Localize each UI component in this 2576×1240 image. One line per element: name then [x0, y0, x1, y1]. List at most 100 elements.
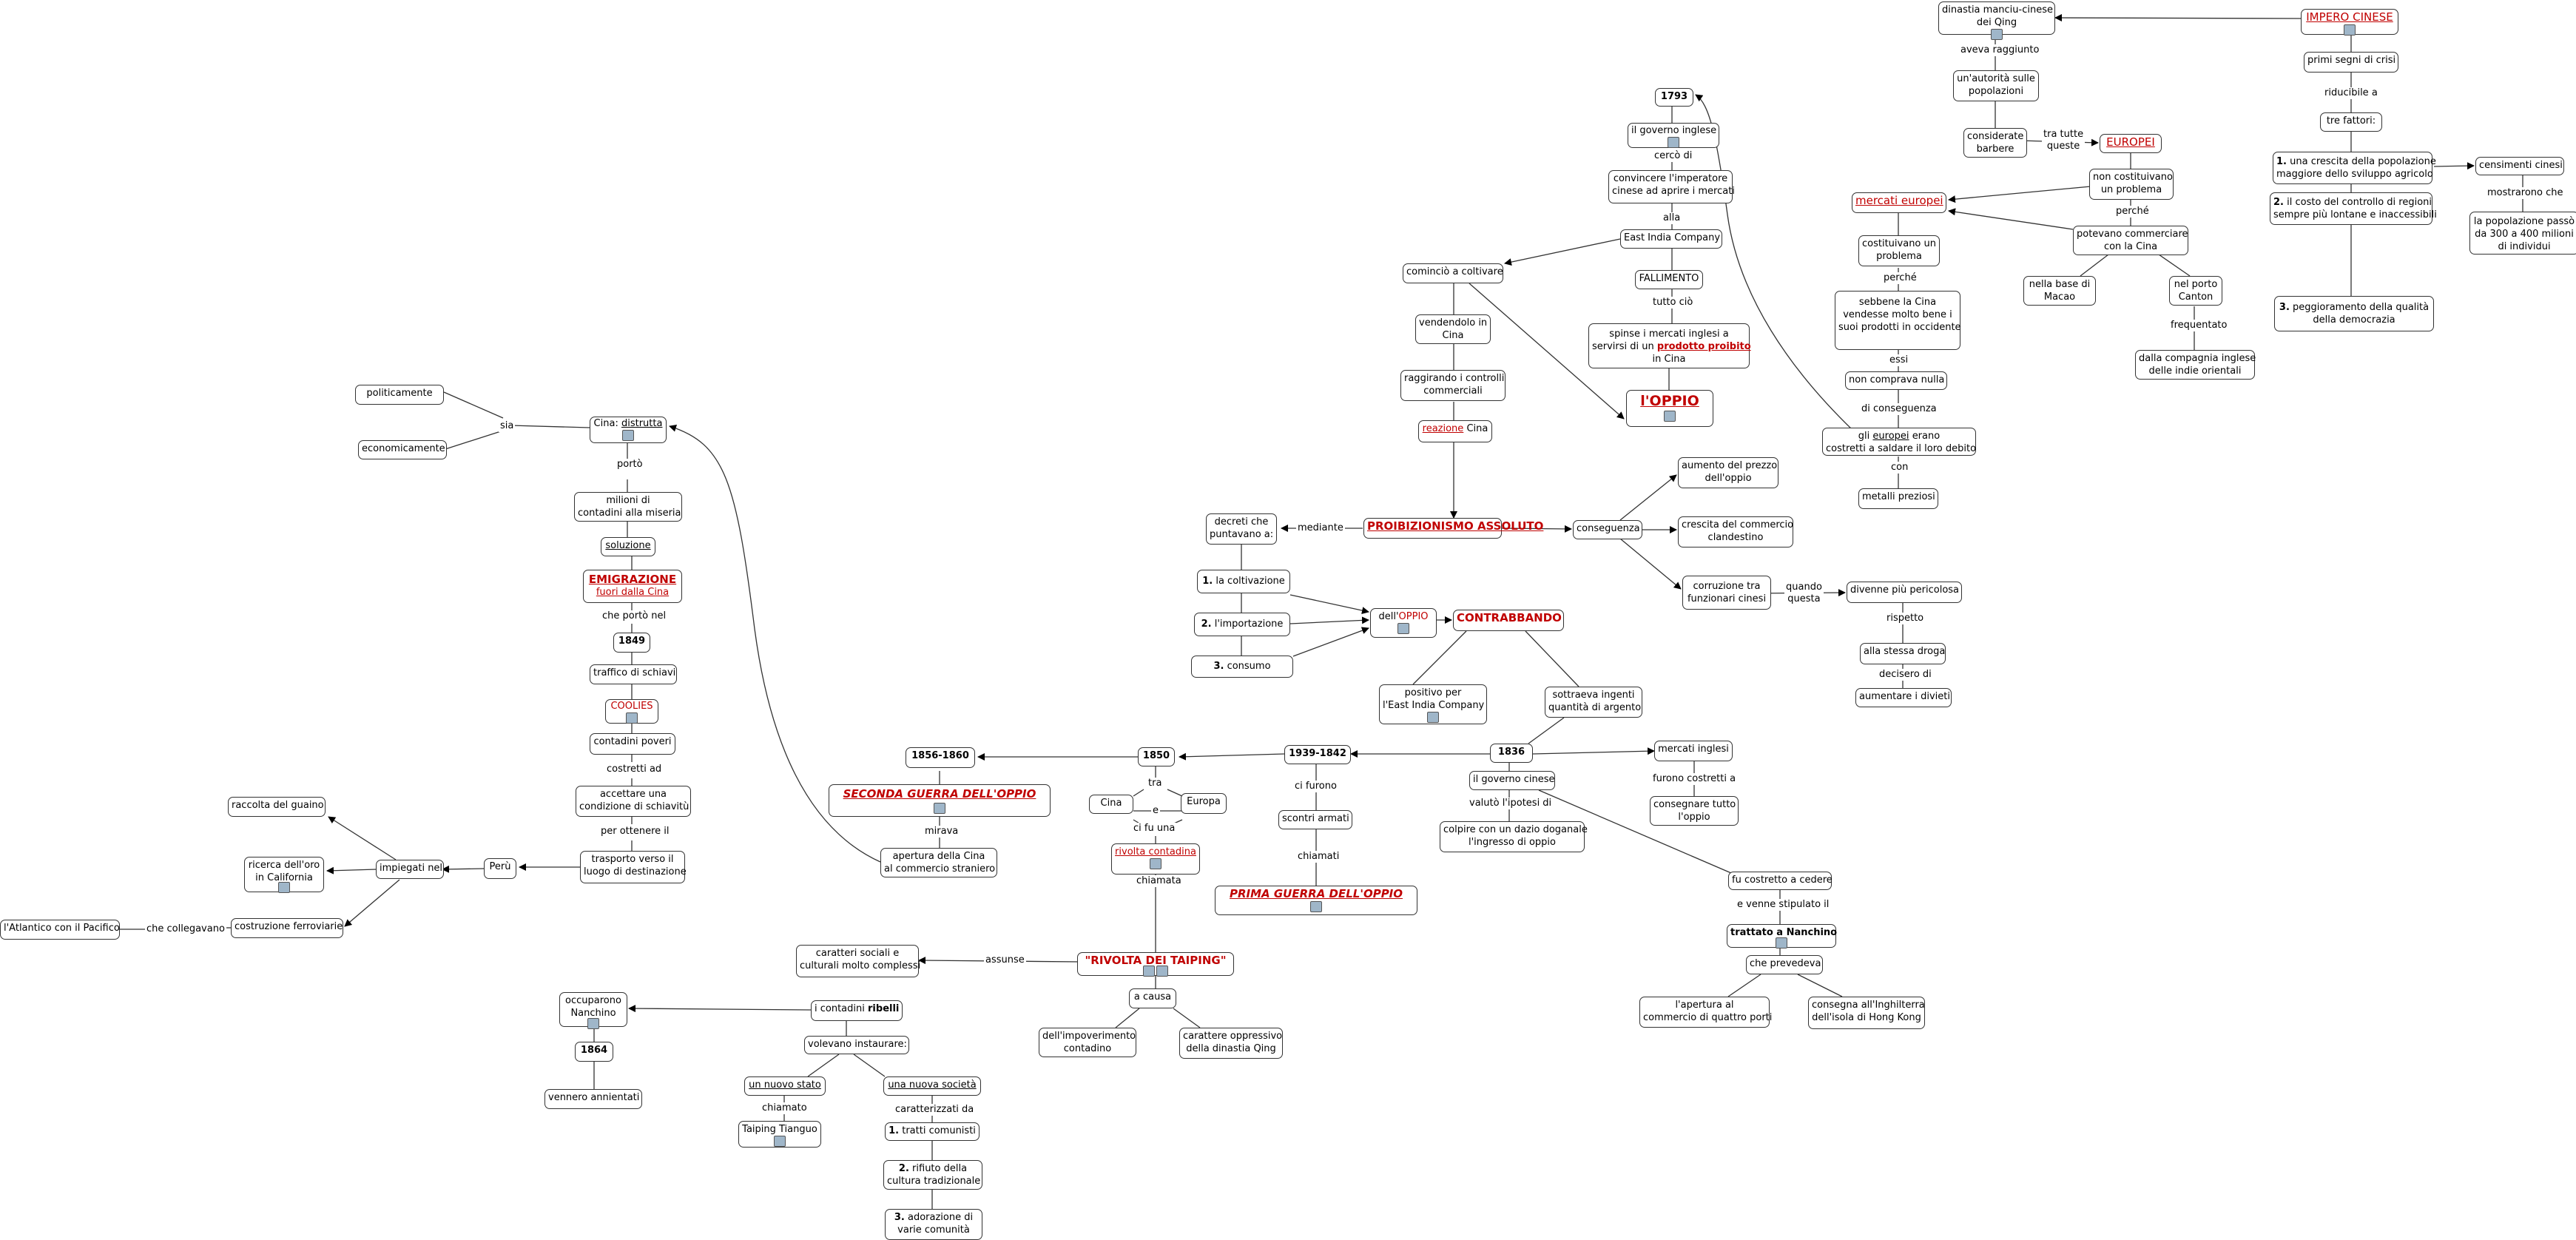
concept-1939-1842[interactable]: 1939-1842 — [1284, 745, 1351, 764]
concept-compagnia[interactable]: dalla compagnia inglese delle indie orie… — [2135, 350, 2256, 380]
concept-east-india[interactable]: East India Company — [1620, 229, 1722, 249]
concept-crescita[interactable]: crescita del commercio clandestino — [1678, 516, 1793, 547]
concept-che-prevedeva[interactable]: che prevedeva — [1746, 955, 1823, 974]
concept-spinse[interactable]: spinse i mercati inglesi a servirsi di u… — [1588, 323, 1751, 368]
concept-aumentare[interactable]: aumentare i divieti — [1855, 688, 1952, 707]
concept-apertura-cina[interactable]: apertura della Cina al commercio stranie… — [880, 848, 997, 877]
concept-1793[interactable]: 1793 — [1655, 88, 1693, 107]
concept-nuovo-stato[interactable]: un nuovo stato — [744, 1076, 826, 1096]
map-icon[interactable] — [1143, 966, 1155, 977]
map-icon[interactable] — [1991, 29, 2003, 40]
concept-a-causa[interactable]: a causa — [1129, 988, 1176, 1008]
concept-contadini-ribelli[interactable]: i contadini ribelli — [811, 1000, 903, 1021]
concept-gli-europei[interactable]: gli europei erano costretti a saldare il… — [1822, 428, 1976, 456]
concept-considerate[interactable]: considerate barbere — [1963, 128, 2027, 158]
concept-non-costituivano[interactable]: non costituivano un problema — [2089, 169, 2174, 200]
concept-consegnare[interactable]: consegnare tutto l'oppio — [1650, 796, 1739, 826]
link-icon[interactable] — [626, 712, 638, 724]
concept-sebbene[interactable]: sebbene la Cina vendesse molto bene i su… — [1835, 291, 1961, 350]
concept-contrabbando[interactable]: CONTRABBANDO — [1453, 610, 1564, 631]
concept-traffico[interactable]: traffico di schiavi — [590, 664, 677, 684]
concept-proibizionismo[interactable]: PROIBIZIONISMO ASSOLUTO — [1363, 518, 1543, 539]
concept-scontri[interactable]: scontri armati — [1278, 810, 1352, 829]
concept-fattore-2[interactable]: 2. il costo del controllo di regioni sem… — [2270, 192, 2437, 225]
concept-reazione[interactable]: reazione Cina — [1418, 420, 1492, 442]
concept-non-comprava[interactable]: non comprava nulla — [1845, 371, 1947, 390]
concept-positivo[interactable]: positivo per l'East India Company — [1379, 684, 1487, 724]
concept-tratto-1[interactable]: 1. tratti comunisti — [885, 1122, 980, 1141]
link-icon[interactable] — [1150, 858, 1161, 869]
concept-accettare[interactable]: accettare una condizione di schiavitù — [576, 786, 691, 817]
concept-autorita[interactable]: un'autorità sulle popolazioni — [1953, 70, 2039, 101]
concept-atlantico[interactable]: l'Atlantico con il Pacifico — [0, 920, 120, 940]
concept-impiegati[interactable]: impiegati nel — [376, 860, 444, 879]
concept-loppio[interactable]: l'OPPIO — [1626, 390, 1713, 427]
link-icon[interactable] — [1156, 966, 1168, 977]
concept-1856-1860[interactable]: 1856-1860 — [906, 747, 975, 768]
concept-cina[interactable]: Cina — [1089, 795, 1133, 814]
concept-1849[interactable]: 1849 — [613, 633, 650, 653]
concept-decreti[interactable]: decreti che puntavano a: — [1206, 513, 1277, 545]
concept-seconda-guerra[interactable]: SECONDA GUERRA DELL'OPPIO — [829, 784, 1051, 817]
concept-trattato[interactable]: trattato a Nanchino — [1727, 924, 1837, 948]
concept-impero-cinese[interactable]: IMPERO CINESE — [2301, 9, 2398, 36]
map-icon[interactable] — [1776, 937, 1787, 948]
concept-costruzione[interactable]: costruzione ferroviarie — [231, 918, 343, 938]
concept-rivolta-contadina[interactable]: rivolta contadina — [1111, 843, 1200, 875]
link-icon[interactable] — [1310, 901, 1322, 912]
concept-ricerca[interactable]: ricerca dell'oro in California — [244, 857, 324, 893]
concept-corruzione[interactable]: corruzione tra funzionari cinesi — [1682, 576, 1771, 610]
concept-dinastia[interactable]: dinastia manciu-cinese dei Qing — [1938, 1, 2055, 40]
concept-occuparono[interactable]: occuparono Nanchino — [559, 992, 627, 1029]
concept-taiping-tianguo[interactable]: Taiping Tianguo — [738, 1121, 821, 1148]
concept-consegna-hk[interactable]: consegna all'Inghilterra dell'isola di H… — [1808, 997, 1925, 1029]
concept-contadini-poveri[interactable]: contadini poveri — [590, 733, 675, 755]
concept-europei[interactable]: EUROPEI — [2100, 134, 2162, 153]
concept-costituivano[interactable]: costituivano un problema — [1858, 235, 1940, 266]
concept-mercati-europei[interactable]: mercati europei — [1852, 192, 1946, 213]
concept-colpire[interactable]: colpire con un dazio doganale l'ingresso… — [1440, 821, 1588, 852]
concept-divenne[interactable]: divenne più pericolosa — [1847, 582, 1962, 603]
concept-tre-fattori[interactable]: tre fattori: — [2320, 112, 2382, 132]
concept-censimenti[interactable]: censimenti cinesi — [2475, 157, 2564, 175]
concept-governo-cinese[interactable]: il governo cinese — [1469, 771, 1555, 790]
concept-soluzione[interactable]: soluzione — [601, 537, 655, 556]
concept-vendendolo[interactable]: vendendolo in Cina — [1415, 314, 1491, 344]
concept-milioni[interactable]: milioni di contadini alla miseria — [574, 492, 682, 522]
concept-conseguenza[interactable]: conseguenza — [1573, 520, 1642, 539]
concept-prima-guerra[interactable]: PRIMA GUERRA DELL'OPPIO — [1215, 886, 1417, 915]
concept-vennero[interactable]: vennero annientati — [544, 1089, 642, 1109]
concept-decreto-3[interactable]: 3. consumo — [1191, 656, 1293, 678]
map-icon[interactable] — [1668, 137, 1679, 148]
concept-peru[interactable]: Perù — [484, 858, 516, 879]
link-icon[interactable] — [1397, 623, 1409, 634]
concept-fu-costretto[interactable]: fu costretto a cedere — [1728, 872, 1832, 890]
concept-rivolta-taiping[interactable]: "RIVOLTA DEI TAIPING" — [1077, 952, 1234, 977]
concept-canton[interactable]: nel porto Canton — [2169, 276, 2222, 306]
concept-tratto-2[interactable]: 2. rifiuto della cultura tradizionale — [883, 1160, 982, 1190]
concept-sottraeva[interactable]: sottraeva ingenti quantità di argento — [1545, 687, 1642, 718]
map-icon[interactable] — [1427, 712, 1439, 723]
concept-potevano[interactable]: potevano commerciare con la Cina — [2073, 226, 2188, 255]
concept-alla-stessa[interactable]: alla stessa droga — [1860, 643, 1946, 664]
concept-impoverimento[interactable]: dell'impoverimento contadino — [1039, 1028, 1136, 1057]
concept-fattore-1[interactable]: 1. una crescita della popolazione maggio… — [2273, 152, 2436, 184]
concept-popolazione[interactable]: la popolazione passò da 300 a 400 milion… — [2469, 212, 2576, 255]
concept-trasporto[interactable]: trasporto verso il luogo di destinazione — [580, 851, 687, 883]
concept-1836[interactable]: 1836 — [1490, 744, 1533, 763]
link-icon[interactable] — [774, 1136, 786, 1147]
link-icon[interactable] — [2344, 24, 2356, 36]
concept-aumento[interactable]: aumento del prezzo dell'oppio — [1678, 457, 1778, 488]
concept-economicamente[interactable]: economicamente — [358, 440, 447, 459]
concept-mercati-inglesi[interactable]: mercati inglesi — [1654, 741, 1733, 761]
concept-apertura-quattro[interactable]: l'apertura al commercio di quattro porti — [1639, 997, 1772, 1028]
concept-tratto-3[interactable]: 3. adorazione di varie comunità — [885, 1209, 982, 1240]
map-icon[interactable] — [587, 1018, 599, 1029]
concept-governo-inglese[interactable]: il governo inglese — [1628, 123, 1719, 148]
concept-macao[interactable]: nella base di Macao — [2023, 276, 2096, 306]
link-icon[interactable] — [1664, 411, 1676, 422]
concept-decreto-2[interactable]: 2. l'importazione — [1194, 613, 1290, 636]
concept-politicamente[interactable]: politicamente — [355, 385, 444, 405]
concept-metalli[interactable]: metalli preziosi — [1858, 488, 1938, 509]
concept-raccolta[interactable]: raccolta del guaino — [228, 797, 326, 817]
